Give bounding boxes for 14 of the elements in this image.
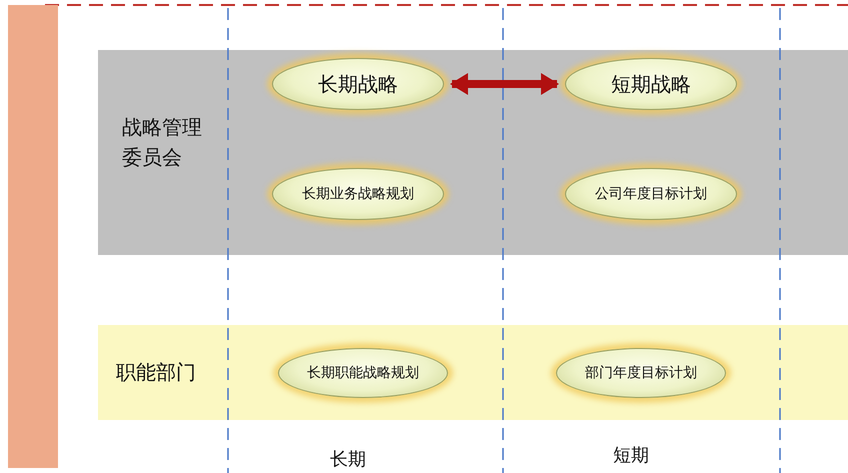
- band-heading: 战略管理委员会: [122, 114, 203, 171]
- double-arrow: [450, 73, 559, 95]
- axis-label: 长期: [330, 448, 366, 471]
- ellipse-node: 公司年度目标计划: [565, 168, 737, 220]
- ellipse-node: 长期职能战略规划: [278, 348, 448, 398]
- ellipse-node: 部门年度目标计划: [556, 348, 726, 398]
- side-bar: [8, 5, 58, 468]
- band: [98, 50, 848, 255]
- band: [98, 325, 848, 420]
- band-heading: 职能部门: [116, 359, 197, 386]
- ellipse-node: 长期业务战略规划: [272, 168, 444, 220]
- ellipse-node: 长期战略: [272, 58, 444, 110]
- ellipse-node: 短期战略: [565, 58, 737, 110]
- axis-label: 短期: [613, 444, 649, 467]
